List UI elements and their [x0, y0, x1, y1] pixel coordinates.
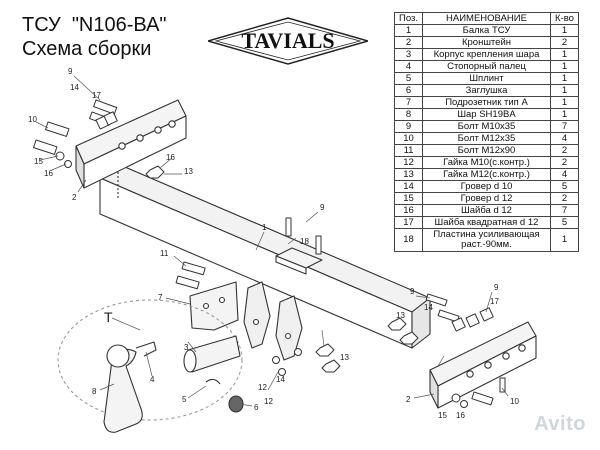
- callout-16-a: 16: [44, 169, 53, 178]
- row-name: Кронштейн: [422, 36, 551, 49]
- callout-1: 1: [262, 223, 267, 232]
- callout-13-c: 13: [396, 311, 405, 320]
- brand-logo: TAVIALS: [208, 17, 368, 65]
- callout-6: 6: [254, 403, 259, 412]
- row-name: Корпус крепления шара: [422, 48, 551, 61]
- row-qty: 1: [550, 228, 579, 252]
- avito-watermark: Avito: [534, 413, 586, 435]
- assembly-drawing: 1 2 2 3 4 5 6 7 8 9 9 9 9 10 10 11 12 12…: [28, 67, 537, 433]
- nuts-washers: [55, 111, 494, 408]
- socket-plate: [189, 281, 239, 331]
- row-pos: 1: [394, 24, 423, 37]
- callout-9-b: 9: [320, 203, 325, 212]
- callout-18: 18: [300, 237, 309, 246]
- callout-3: 3: [184, 343, 189, 352]
- callout-14-c: 14: [424, 303, 433, 312]
- callout-15-b: 15: [438, 411, 447, 420]
- callout-15-a: 15: [34, 157, 43, 166]
- col-pos: Поз.: [394, 12, 423, 25]
- left-bracket: [75, 99, 187, 189]
- callout-2-right: 2: [406, 395, 411, 404]
- hitch-mount: [243, 281, 303, 361]
- reinforcing-plate: [275, 247, 323, 275]
- callout-10-b: 10: [510, 397, 519, 406]
- row-pos: 2: [394, 36, 423, 49]
- row-qty: 1: [550, 24, 579, 37]
- callout-9-d: 9: [494, 283, 499, 292]
- col-name: НАИМЕНОВАНИЕ: [422, 12, 551, 25]
- callout-7: 7: [158, 293, 163, 302]
- callout-5: 5: [182, 395, 187, 404]
- callout-labels: 1 2 2 3 4 5 6 7 8 9 9 9 9 10 10 11 12 12…: [28, 67, 519, 420]
- callout-10-a: 10: [28, 115, 37, 124]
- callout-13-a: 13: [184, 167, 193, 176]
- leader-lines: [35, 75, 509, 407]
- callout-12-a: 12: [258, 383, 267, 392]
- callout-13-b: 13: [340, 353, 349, 362]
- callout-16-b: 16: [166, 153, 175, 162]
- callout-12-b: 12: [264, 397, 273, 406]
- row-name: Балка ТСУ: [422, 24, 551, 37]
- right-bracket: [429, 321, 537, 409]
- row-pos: 18: [394, 228, 423, 252]
- parts-table-header: Поз. НАИМЕНОВАНИЕ К-во: [394, 12, 579, 25]
- callout-9-c: 9: [410, 287, 415, 296]
- callout-16-c: 16: [456, 411, 465, 420]
- drawing-title: ТСУ "N106-ВА": [22, 14, 167, 36]
- col-qty: К-во: [550, 12, 579, 25]
- row-pos: 3: [394, 48, 423, 61]
- row-qty: 2: [550, 36, 579, 49]
- callout-17-b: 17: [490, 297, 499, 306]
- callout-4: 4: [150, 375, 155, 384]
- row-name: Пластина усиливающая раст.-90мм.: [422, 228, 551, 252]
- row-qty: 1: [550, 48, 579, 61]
- drawing-subtitle: Схема сборки: [22, 38, 152, 60]
- callout-17-a: 17: [92, 91, 101, 100]
- callout-9-a: 9: [68, 67, 73, 76]
- callout-14-b: 14: [276, 375, 285, 384]
- callout-2-left: 2: [72, 193, 77, 202]
- group-label-t: T: [104, 309, 113, 325]
- brand-logo-text: TAVIALS: [241, 28, 334, 53]
- ball-hitch-group: [57, 299, 244, 433]
- callout-8: 8: [92, 387, 97, 396]
- callout-11: 11: [160, 249, 169, 258]
- callout-14-a: 14: [70, 83, 79, 92]
